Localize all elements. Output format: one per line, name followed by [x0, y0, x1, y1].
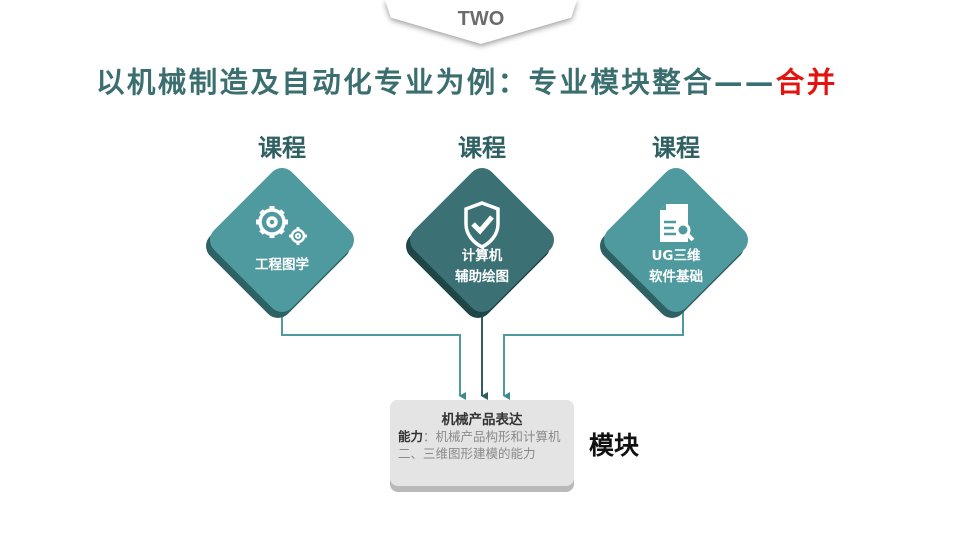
- module-title: 机械产品表达: [441, 412, 523, 428]
- title-main: 以机械制造及自动化专业为例：专业模块整合——: [96, 66, 776, 99]
- module-ability: 能力：机械产品构形和计算机二、三维图形建模的能力: [398, 428, 570, 462]
- course-label: 课程: [652, 134, 700, 162]
- module-card: 机械产品表达 能力：机械产品构形和计算机二、三维图形建模的能力: [390, 400, 574, 492]
- course-label: 课程: [258, 134, 306, 162]
- document-search-icon: [660, 204, 695, 242]
- title-highlight: 合并: [775, 66, 838, 99]
- ability-text: ：机械产品构形和计算机二、三维图形建模的能力: [398, 429, 561, 461]
- course-card-ug-3d-software: UG三维软件基础: [594, 162, 754, 324]
- connector-right: [503, 300, 684, 400]
- course-card-engineering-drawing: 工程图学: [200, 162, 360, 324]
- shield-check-icon: [464, 201, 500, 249]
- section-tab: TWO: [385, 0, 577, 50]
- course-name-line: 工程图学: [255, 257, 309, 273]
- section-tab-label: TWO: [457, 8, 505, 30]
- course-name-line: 软件基础: [649, 269, 703, 285]
- course-card-computer-aided-drawing: 计算机辅助绘图: [400, 162, 560, 324]
- gears-icon: [256, 206, 307, 245]
- module-tag: 模块: [589, 431, 640, 460]
- course-name-line: UG三维: [651, 248, 701, 264]
- course-name-line: 计算机: [461, 248, 503, 264]
- course-label: 课程: [458, 134, 506, 162]
- course-name-line: 辅助绘图: [455, 269, 509, 285]
- ability-label: 能力: [398, 429, 424, 444]
- page-title: 以机械制造及自动化专业为例：专业模块整合——合并: [96, 60, 838, 101]
